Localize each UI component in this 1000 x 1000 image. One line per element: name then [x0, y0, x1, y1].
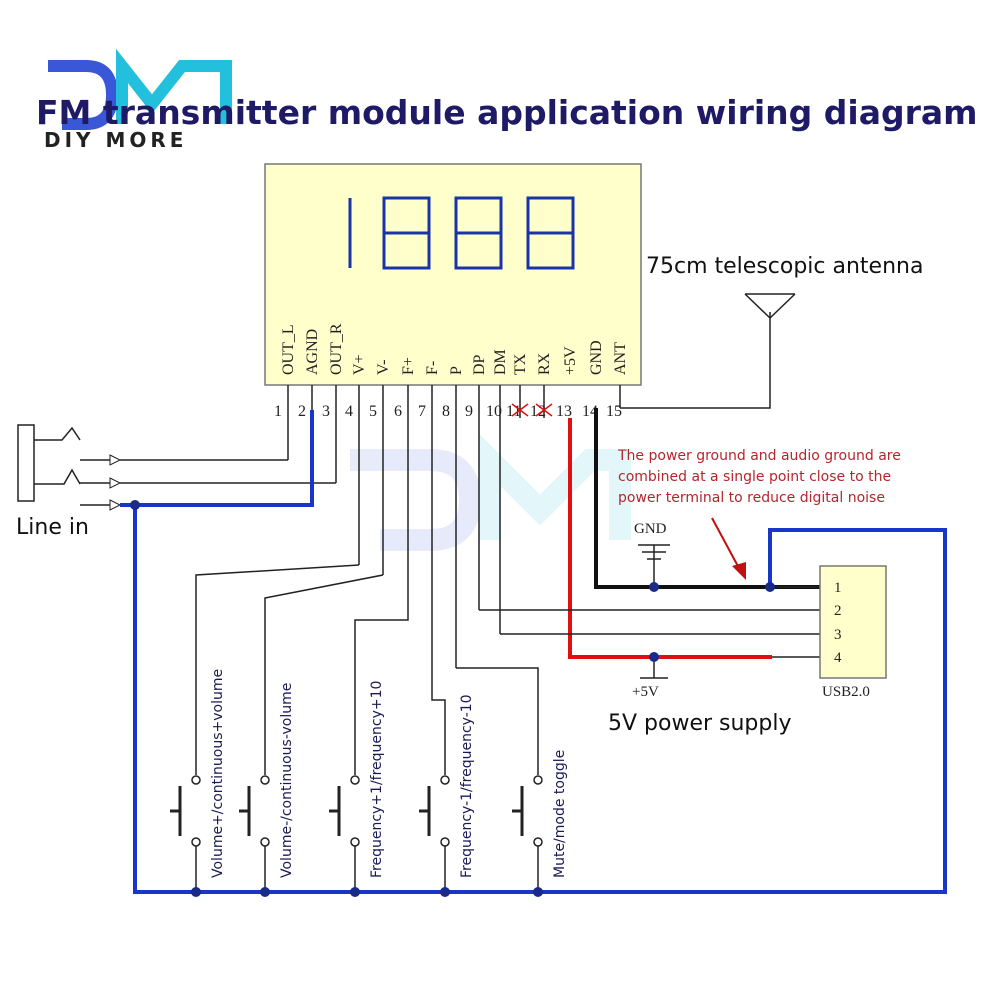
- line-in-jack: [17, 424, 122, 511]
- pin-number-12: 12: [530, 403, 546, 420]
- pin-label-9: DP: [471, 354, 488, 375]
- logo-subtext: DIY MORE: [44, 128, 187, 152]
- push-button-1[interactable]: [170, 775, 201, 892]
- plus5v-label: +5V: [632, 684, 659, 700]
- digit-8-a: [382, 196, 431, 270]
- pin-number-6: 6: [394, 403, 402, 420]
- fm-module-body: [264, 163, 642, 386]
- button-label-3: Frequency+1/frequency+10: [369, 681, 385, 878]
- pin-label-12: RX: [536, 352, 553, 375]
- usb-pin-4: 4: [834, 650, 842, 666]
- push-button-5[interactable]: [512, 775, 543, 892]
- usb-pin-1: 1: [834, 580, 842, 596]
- pin-label-7: F-: [424, 361, 441, 375]
- logo: DIY MORE: [44, 48, 232, 152]
- pin-label-3: OUT_R: [328, 323, 345, 375]
- pin-number-2: 2: [298, 403, 306, 420]
- push-button-3[interactable]: [329, 775, 360, 892]
- button-label-5: Mute/mode toggle: [552, 750, 568, 878]
- usb-wires: [479, 586, 820, 658]
- logo-m-shape: [116, 48, 232, 124]
- pin-number-3: 3: [322, 403, 330, 420]
- note-line-3: power terminal to reduce digital noise: [618, 490, 885, 506]
- junction-dots: [130, 500, 775, 897]
- note-arrow: [711, 517, 746, 580]
- watermark-d-shape: [350, 449, 482, 551]
- usb-pin-3: 3: [834, 627, 842, 643]
- pin-label-8: P: [448, 366, 465, 375]
- pin-number-10: 10: [486, 403, 502, 420]
- pin-number-7: 7: [418, 403, 426, 420]
- line-in-label: Line in: [16, 515, 89, 540]
- gnd-label: GND: [634, 521, 667, 537]
- gnd-wire: [594, 408, 820, 589]
- pin-label-6: F+: [400, 357, 417, 375]
- gnd-symbol: [638, 544, 670, 587]
- logo-d-shape: [48, 60, 119, 130]
- buttons: Volume+/continuous+volume Volume-/continu…: [170, 669, 568, 892]
- digit-8-b: [454, 196, 503, 270]
- usb-connector: [819, 565, 887, 679]
- note-line-2: combined at a single point close to the: [618, 469, 891, 485]
- pin-label-4: V+: [351, 354, 368, 375]
- pin-number-9: 9: [465, 403, 473, 420]
- pin-label-14: GND: [588, 340, 605, 375]
- seven-segment-display: [348, 196, 575, 270]
- pin-number-5: 5: [369, 403, 377, 420]
- button-label-4: Frequency-1/frequency-10: [459, 694, 475, 878]
- usb-label: USB2.0: [822, 684, 870, 700]
- power-supply-label: 5V power supply: [608, 711, 792, 736]
- usb-pin-2: 2: [834, 603, 842, 619]
- pin-label-15: ANT: [612, 342, 629, 375]
- unused-pin-marks: [511, 403, 553, 417]
- watermark: [350, 433, 631, 551]
- pin-number-8: 8: [442, 403, 450, 420]
- button-label-2: Volume-/continuous-volume: [279, 683, 295, 878]
- button-wires: [195, 564, 539, 775]
- pin-number-15: 15: [606, 403, 622, 420]
- pin-label-13: +5V: [562, 346, 579, 375]
- button-label-1: Volume+/continuous+volume: [210, 669, 226, 878]
- digit-8-c: [526, 196, 575, 270]
- antenna: [620, 293, 796, 409]
- push-button-2[interactable]: [239, 775, 270, 892]
- pin-label-10: DM: [492, 349, 509, 375]
- pin-number-13: 13: [556, 403, 572, 420]
- plus5v-wire: [568, 418, 772, 659]
- pin-label-1: OUT_L: [280, 324, 297, 375]
- pin-leads: [287, 385, 621, 668]
- watermark-m-shape: [479, 433, 631, 540]
- pin-number-1: 1: [274, 403, 282, 420]
- pin-label-5: V-: [375, 360, 392, 375]
- audio-ground-bus: [120, 410, 947, 894]
- diagram-title: FM transmitter module application wiring…: [36, 93, 978, 132]
- note-line-1: The power ground and audio ground are: [617, 448, 901, 464]
- pin-label-2: AGND: [304, 329, 321, 375]
- push-button-4[interactable]: [419, 775, 450, 892]
- pin-label-11: TX: [512, 353, 529, 375]
- pin-number-4: 4: [345, 403, 353, 420]
- antenna-label: 75cm telescopic antenna: [646, 254, 923, 279]
